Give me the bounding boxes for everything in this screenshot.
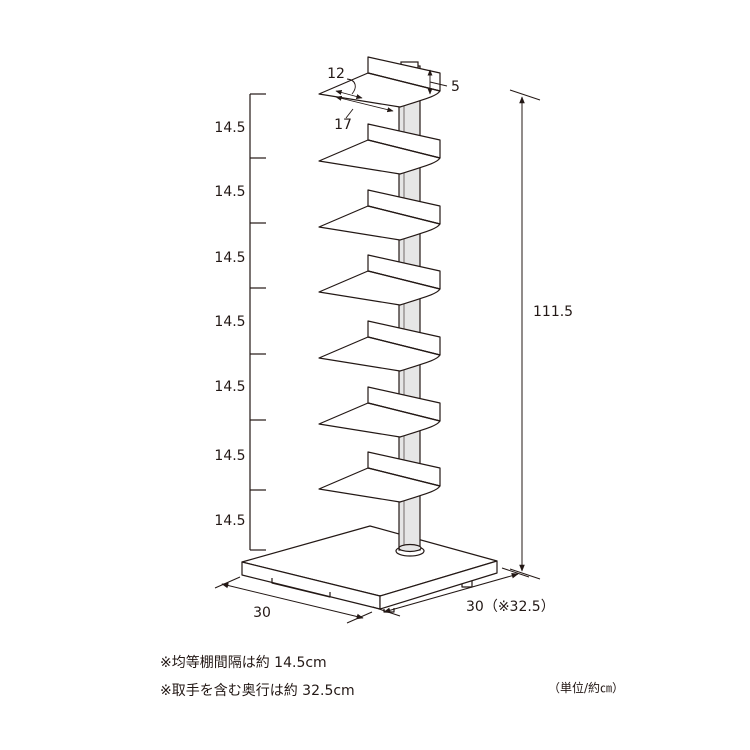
depth-dim [372,567,530,617]
shelf-width-label: 17 [334,117,352,133]
shelf-detail-dims [335,69,448,119]
shelf [318,56,441,108]
shelf-depth-label: 12 [327,66,345,82]
spacing-label-1: 14.5 [214,120,245,136]
width-label: 30 [253,605,271,621]
width-dim [214,576,373,624]
spacing-label-3: 14.5 [214,250,245,266]
shelf [318,123,441,175]
shelf-width-arrow [335,95,394,113]
shelf-lip-leader [429,81,448,87]
shelf-lip-label: 5 [451,79,460,95]
shelf [318,386,441,438]
base-plate [241,525,498,613]
spacing-label-4: 14.5 [214,314,245,330]
shelf-width-leader [345,108,354,119]
unit-note: （単位/約㎝） [548,681,625,695]
spacing-label-7: 14.5 [214,513,245,529]
spacing-scale [249,93,266,551]
total-height-label: 111.5 [533,304,573,320]
shelf [318,320,441,372]
shelves [318,56,441,503]
shelf [318,451,441,503]
shelf-depth-leader [346,78,356,95]
depth-label: 30（※32.5） [466,599,555,615]
spacing-label-2: 14.5 [214,184,245,200]
depth-note: ※取手を含む奥行は約 32.5cm [160,683,355,699]
spacing-note: ※均等棚間隔は約 14.5cm [160,655,327,671]
spacing-label-5: 14.5 [214,379,245,395]
shelf [318,254,441,306]
spacing-label-6: 14.5 [214,448,245,464]
height-dim [509,89,541,580]
shelf [318,189,441,241]
